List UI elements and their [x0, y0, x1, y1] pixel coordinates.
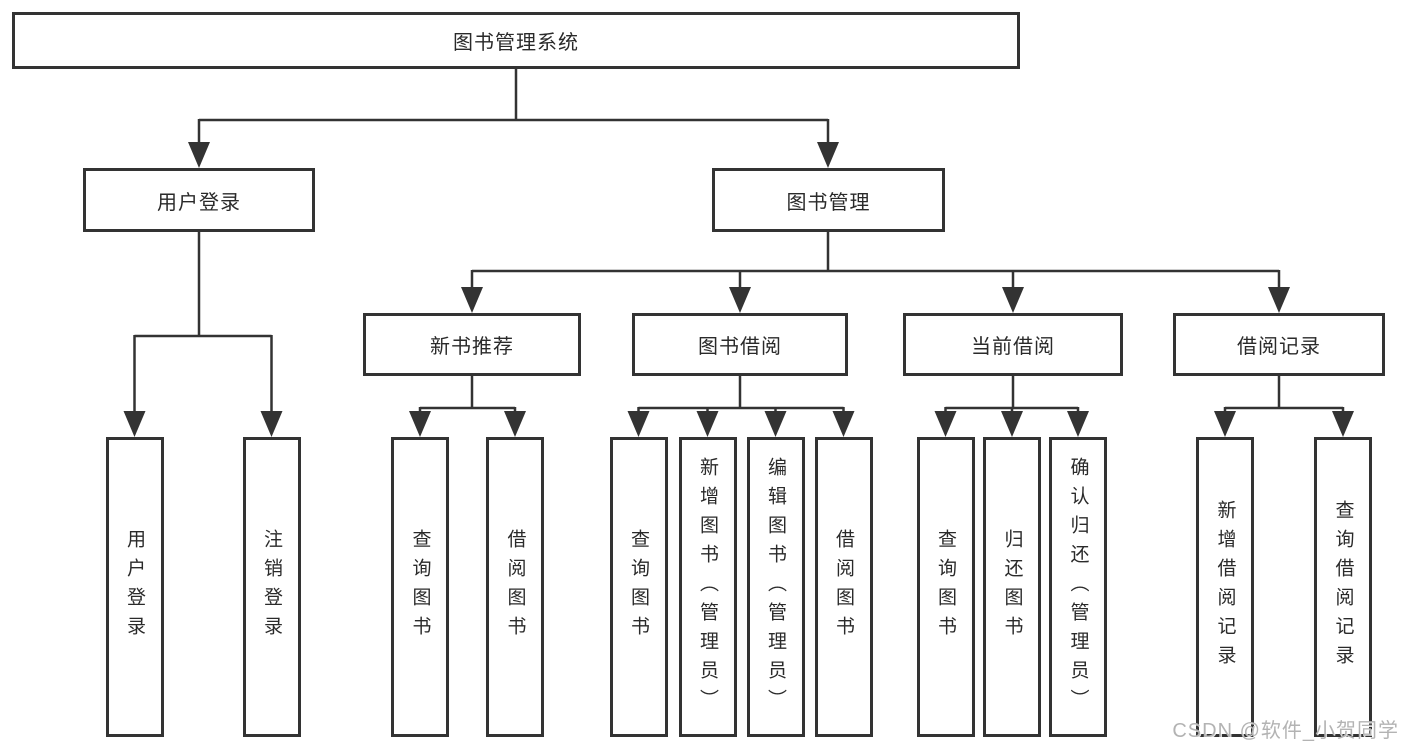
- leaf-user-login: 用户登录: [105, 437, 164, 737]
- node-new-book-recommend: 新书推荐: [363, 313, 581, 376]
- node-label: 当前借阅: [971, 336, 1055, 358]
- leaf-borrow-books: 借阅图书: [814, 437, 873, 737]
- leaf-query-books-borrow: 查询图书: [609, 437, 668, 737]
- node-label: 归还图书: [1001, 529, 1023, 645]
- leaf-query-books-current: 查询图书: [916, 437, 975, 737]
- node-label: 新增借阅记录: [1214, 500, 1236, 674]
- node-label: 用户登录: [124, 529, 145, 645]
- node-label: 查询图书: [409, 529, 431, 645]
- node-label: 图书管理: [786, 191, 871, 214]
- node-label: 图书管理系统: [453, 32, 579, 54]
- node-book-management: 图书管理: [712, 168, 945, 232]
- watermark: CSDN @软件_小贺同学: [1172, 720, 1399, 742]
- leaf-return-book: 归还图书: [983, 437, 1041, 737]
- node-book-borrow: 图书借阅: [632, 313, 848, 376]
- node-label: 注销登录: [261, 529, 282, 645]
- node-label: 确认归还（管理员）: [1067, 456, 1089, 718]
- arrow-down-icons: [123, 142, 1354, 437]
- node-label: 借阅图书: [504, 529, 526, 645]
- leaf-confirm-return-admin: 确认归还（管理员）: [1049, 437, 1107, 737]
- node-user-login: 用户登录: [83, 168, 315, 232]
- node-label: 新书推荐: [430, 336, 514, 358]
- leaf-edit-book-admin: 编辑图书（管理员）: [746, 437, 805, 737]
- node-borrow-records: 借阅记录: [1173, 313, 1385, 376]
- node-label: 用户登录: [157, 191, 241, 214]
- leaf-add-book-admin: 新增图书（管理员）: [678, 437, 737, 737]
- node-label: 查询图书: [935, 529, 956, 645]
- node-current-borrow: 当前借阅: [903, 313, 1123, 376]
- leaf-logout: 注销登录: [242, 437, 301, 737]
- leaf-query-books-recommend: 查询图书: [391, 437, 449, 737]
- leaf-borrow-books-recommend: 借阅图书: [486, 437, 544, 737]
- leaf-query-borrow-record: 查询借阅记录: [1314, 437, 1372, 737]
- connector-paths: [133, 69, 1345, 414]
- node-label: 查询图书: [628, 529, 649, 645]
- node-library-management-system: 图书管理系统: [12, 12, 1020, 69]
- node-label: 借阅记录: [1237, 336, 1321, 358]
- node-label: 编辑图书（管理员）: [765, 456, 786, 718]
- node-label: 图书借阅: [698, 336, 782, 358]
- node-label: 借阅图书: [833, 529, 854, 645]
- leaf-add-borrow-record: 新增借阅记录: [1196, 437, 1254, 737]
- node-label: 新增图书（管理员）: [697, 456, 718, 718]
- node-label: 查询借阅记录: [1332, 500, 1354, 674]
